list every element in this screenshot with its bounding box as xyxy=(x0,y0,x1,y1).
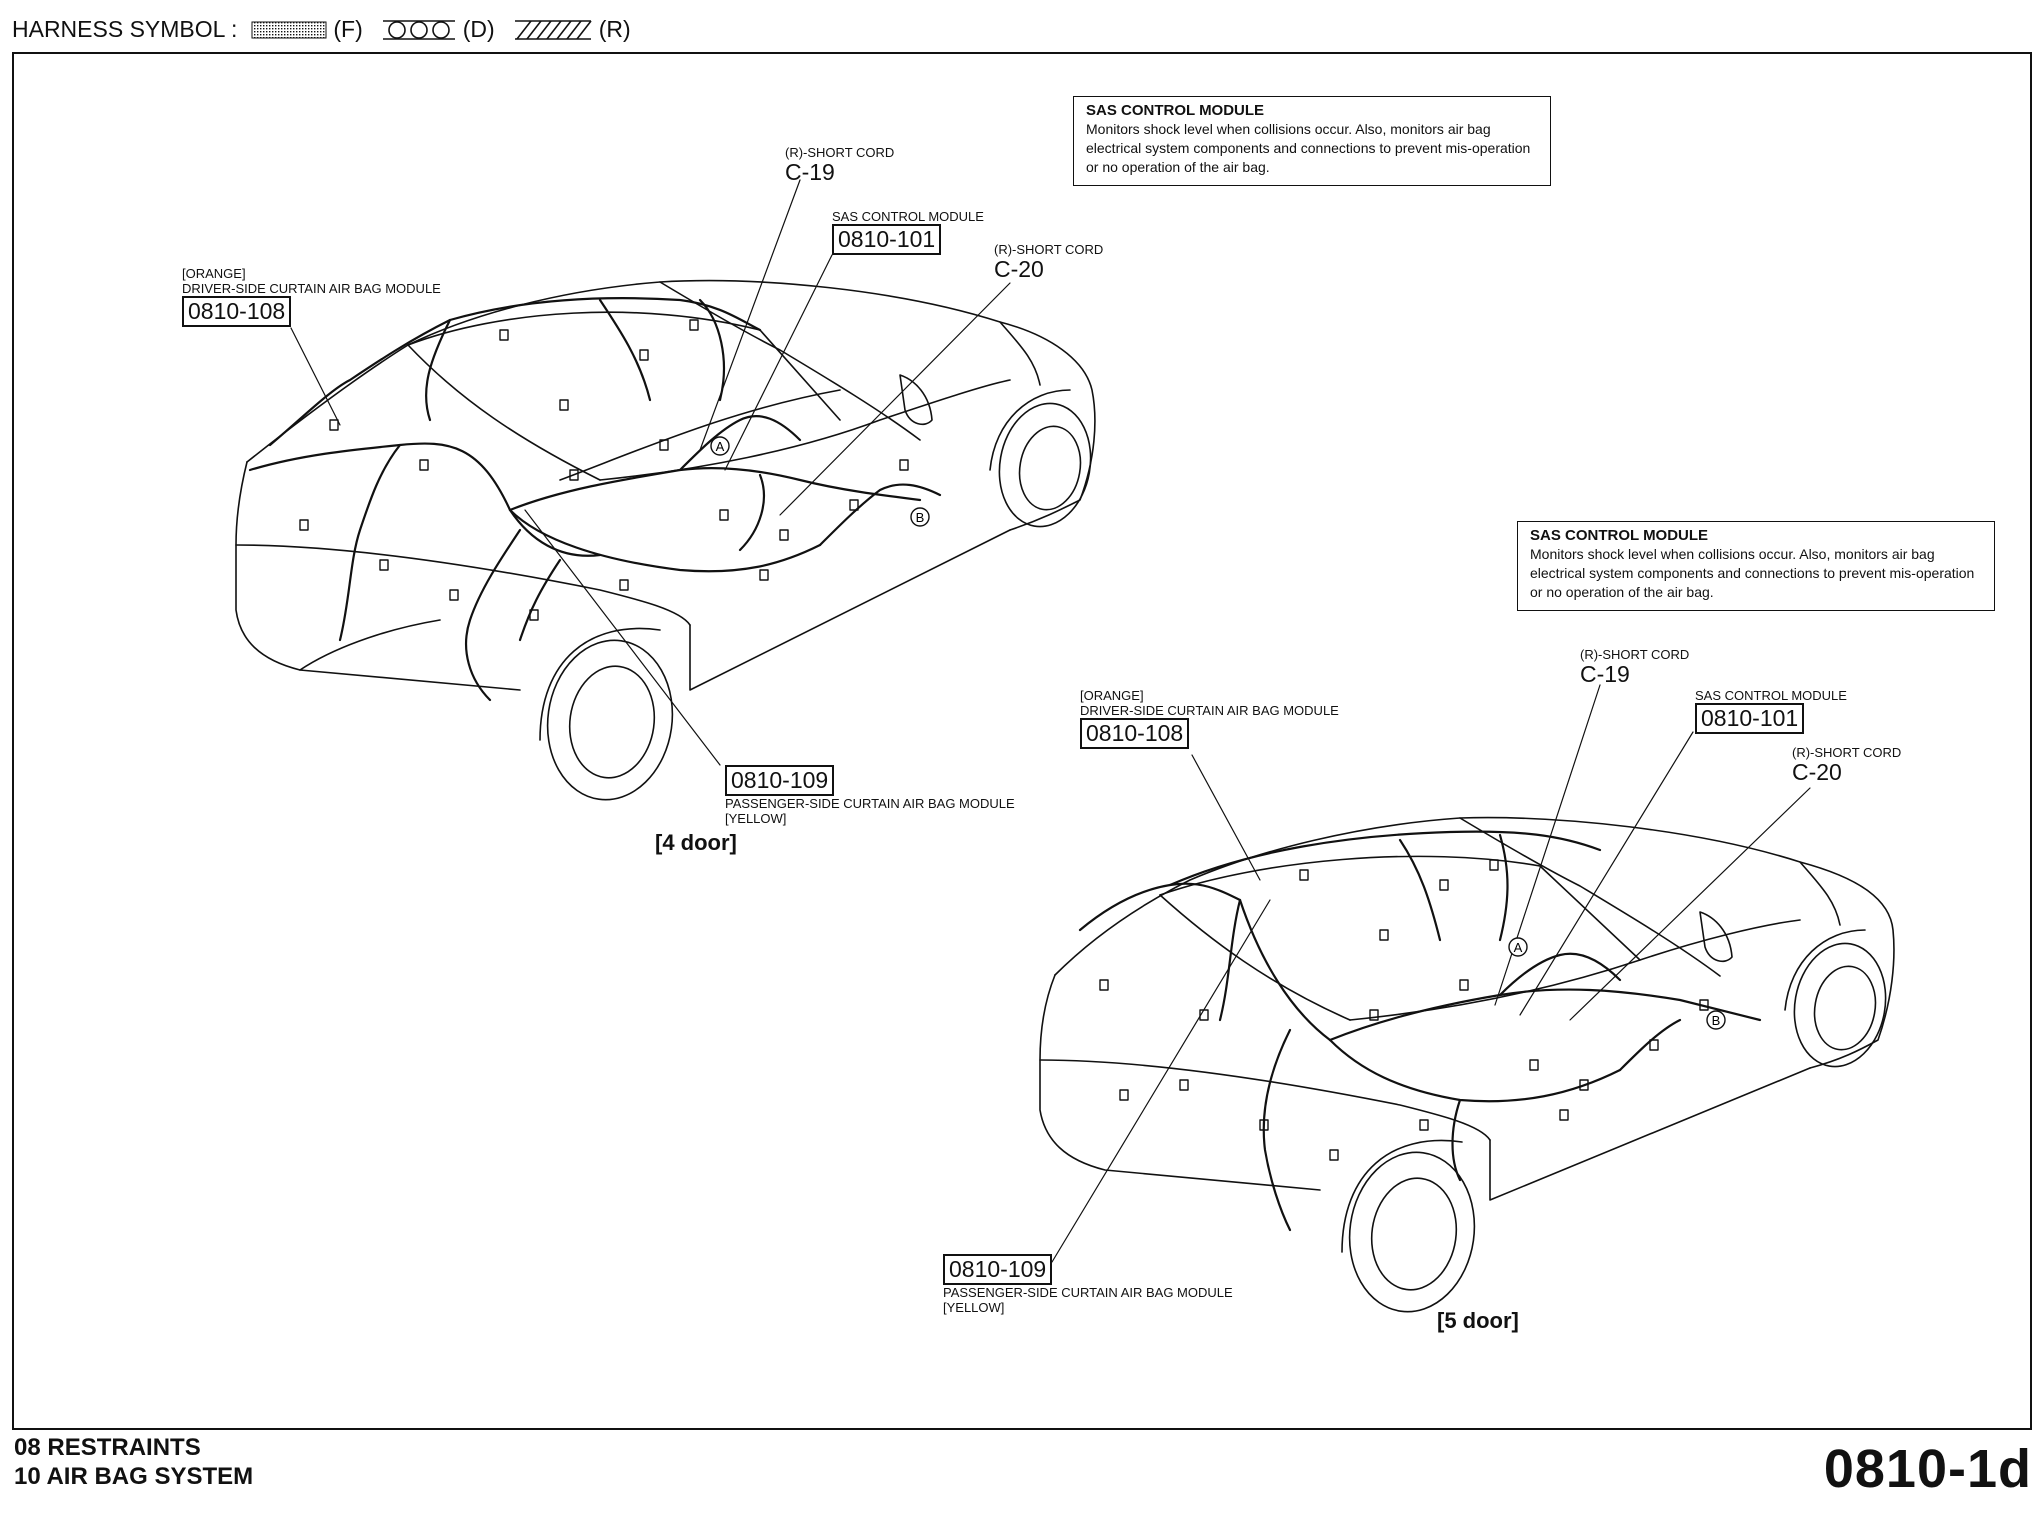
driver-curtain-callout-5door: [ORANGE] DRIVER-SIDE CURTAIN AIR BAG MOD… xyxy=(1080,688,1339,749)
driver-curtain-callout-4door: [ORANGE] DRIVER-SIDE CURTAIN AIR BAG MOD… xyxy=(182,266,441,327)
module-code: 0810-108 xyxy=(182,296,292,327)
legend-code-f: (F) xyxy=(333,16,363,42)
module-label: PASSENGER-SIDE CURTAIN AIR BAG MODULE xyxy=(943,1285,1233,1300)
short-cord-code: C-19 xyxy=(1580,661,1630,687)
four-door-connectors xyxy=(299,319,909,621)
short-cord-code: C-19 xyxy=(785,159,835,185)
info-box-text: Monitors shock level when collisions occ… xyxy=(1086,121,1531,175)
four-door-car-outline xyxy=(235,279,1096,801)
marker-a-5door: A xyxy=(1508,937,1528,957)
color-tag: [ORANGE] xyxy=(1080,688,1144,703)
color-tag: [YELLOW] xyxy=(943,1300,1005,1315)
sas-module-callout-4door: SAS CONTROL MODULE 0810-101 xyxy=(832,209,984,255)
short-cord-code: C-20 xyxy=(1792,759,1842,785)
five-door-car-outline xyxy=(1039,816,1895,1313)
sas-info-box-5door: SAS CONTROL MODULE Monitors shock level … xyxy=(1517,521,1995,611)
passenger-curtain-callout-4door: 0810-109 PASSENGER-SIDE CURTAIN AIR BAG … xyxy=(725,765,1015,826)
sas-module-code: 0810-101 xyxy=(1695,703,1805,734)
svg-text:B: B xyxy=(1712,1013,1721,1028)
color-tag: [YELLOW] xyxy=(725,811,787,826)
svg-text:A: A xyxy=(716,439,725,454)
short-cord-c20-4door: (R)-SHORT CORD C-20 xyxy=(994,242,1103,281)
caption-5-door: [5 door] xyxy=(1437,1308,1519,1333)
module-code: 0810-109 xyxy=(725,765,835,796)
five-door-harness xyxy=(1078,830,1762,1232)
marker-a-4door: A xyxy=(710,436,730,456)
sas-module-callout-5door: SAS CONTROL MODULE 0810-101 xyxy=(1695,688,1847,734)
color-tag: [ORANGE] xyxy=(182,266,246,281)
info-box-title: SAS CONTROL MODULE xyxy=(1530,527,1709,544)
short-cord-label: (R)-SHORT CORD xyxy=(1580,647,1690,662)
legend-code-r: (R) xyxy=(598,16,631,42)
info-box-text: Monitors shock level when collisions occ… xyxy=(1530,546,1975,600)
legend-label: HARNESS SYMBOL : xyxy=(12,16,238,42)
dotted-pattern-icon xyxy=(251,21,327,38)
four-door-harness xyxy=(248,297,942,702)
short-cord-label: (R)-SHORT CORD xyxy=(994,242,1104,257)
module-label: PASSENGER-SIDE CURTAIN AIR BAG MODULE xyxy=(725,796,1015,811)
short-cord-c19-5door: (R)-SHORT CORD C-19 xyxy=(1580,647,1689,686)
sas-module-code: 0810-101 xyxy=(832,224,942,255)
hatched-pattern-icon xyxy=(514,19,592,40)
module-label: DRIVER-SIDE CURTAIN AIR BAG MODULE xyxy=(182,281,441,296)
short-cord-code: C-20 xyxy=(994,256,1044,282)
marker-b-5door: B xyxy=(1706,1010,1726,1030)
harness-symbol-legend: HARNESS SYMBOL : (F) (D) (R) xyxy=(12,16,643,43)
marker-b-4door: B xyxy=(910,507,930,527)
short-cord-c19-4door: (R)-SHORT CORD C-19 xyxy=(785,145,894,184)
svg-text:A: A xyxy=(1514,940,1523,955)
passenger-curtain-callout-5door: 0810-109 PASSENGER-SIDE CURTAIN AIR BAG … xyxy=(943,1254,1233,1315)
legend-code-d: (D) xyxy=(462,16,495,42)
footer-subsection: 10 AIR BAG SYSTEM xyxy=(14,1463,254,1490)
short-cord-label: (R)-SHORT CORD xyxy=(785,145,895,160)
sas-info-box-4door: SAS CONTROL MODULE Monitors shock level … xyxy=(1073,96,1551,186)
short-cord-label: (R)-SHORT CORD xyxy=(1792,745,1902,760)
short-cord-c20-5door: (R)-SHORT CORD C-20 xyxy=(1792,745,1901,784)
sas-module-label: SAS CONTROL MODULE xyxy=(832,209,984,224)
footer-section: 08 RESTRAINTS xyxy=(14,1434,201,1461)
module-code: 0810-108 xyxy=(1080,718,1190,749)
module-label: DRIVER-SIDE CURTAIN AIR BAG MODULE xyxy=(1080,703,1339,718)
four-door-leaders xyxy=(290,179,1011,766)
diagram-frame xyxy=(12,52,2032,1430)
page-code: 0810-1d xyxy=(1823,1439,2032,1499)
caption-4-door: [4 door] xyxy=(655,830,737,855)
info-box-title: SAS CONTROL MODULE xyxy=(1086,102,1265,119)
svg-text:B: B xyxy=(916,510,925,525)
circles-pattern-icon xyxy=(382,19,455,40)
five-door-connectors xyxy=(1099,859,1709,1161)
sas-module-label: SAS CONTROL MODULE xyxy=(1695,688,1847,703)
module-code: 0810-109 xyxy=(943,1254,1053,1285)
